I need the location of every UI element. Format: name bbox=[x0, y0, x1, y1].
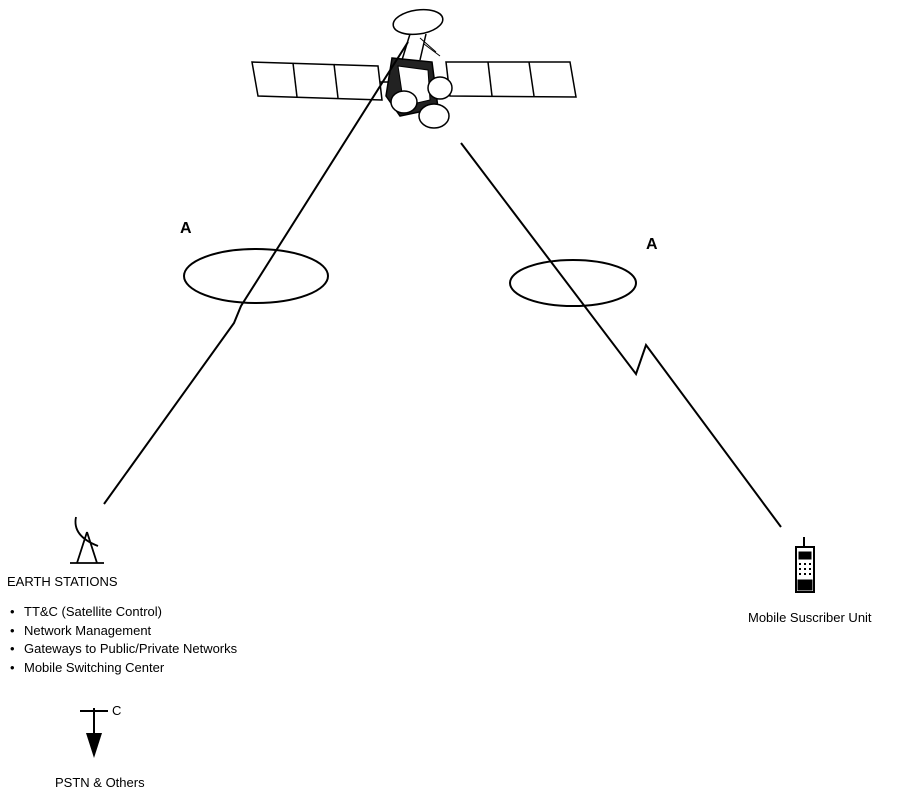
list-item: Mobile Switching Center bbox=[10, 659, 237, 678]
downlink-line-right bbox=[460, 142, 782, 528]
down-arrow-icon bbox=[80, 708, 108, 758]
earth-stations-heading: EARTH STATIONS bbox=[7, 574, 118, 589]
mobile-phone-icon bbox=[795, 537, 815, 593]
mobile-unit-label: Mobile Suscriber Unit bbox=[748, 610, 872, 625]
interface-c-label: C bbox=[112, 703, 122, 718]
earth-station-function-list: TT&C (Satellite Control) Network Managem… bbox=[10, 603, 237, 677]
interface-a-label-right: A bbox=[646, 236, 658, 253]
interface-a-ellipse-right bbox=[509, 259, 637, 307]
list-item: Network Management bbox=[10, 622, 237, 641]
interface-a-label-left: A bbox=[180, 220, 192, 237]
uplink-line-left bbox=[103, 41, 409, 505]
list-item: Gateways to Public/Private Networks bbox=[10, 640, 237, 659]
pstn-label: PSTN & Others bbox=[55, 775, 145, 790]
list-item: TT&C (Satellite Control) bbox=[10, 603, 237, 622]
satellite-dish-icon bbox=[70, 516, 104, 564]
interface-a-ellipse-left bbox=[183, 248, 329, 304]
satellite-icon bbox=[251, 8, 577, 129]
